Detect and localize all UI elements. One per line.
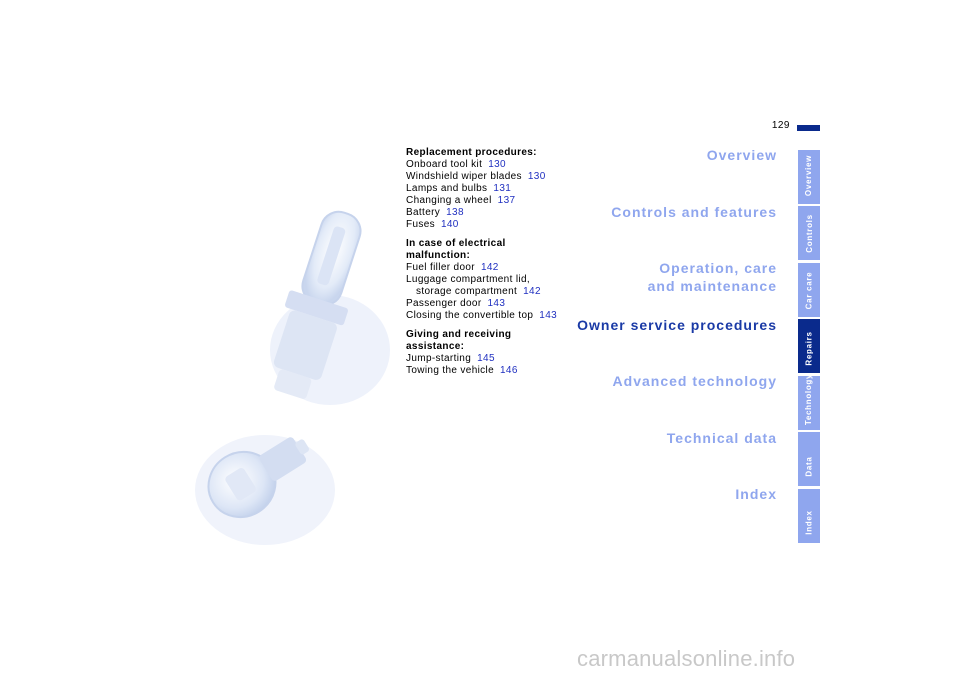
chapter-link-overview[interactable]: Overview xyxy=(707,146,777,164)
tab-data[interactable]: Data xyxy=(798,432,820,486)
entry-storage-compartment[interactable]: storage compartment 142 xyxy=(406,286,581,298)
watermark: carmanualsonline.info xyxy=(577,646,796,671)
page-link[interactable]: 142 xyxy=(523,286,541,297)
tab-overview[interactable]: Overview xyxy=(798,150,820,204)
entry-label: Lamps and bulbs xyxy=(406,183,488,194)
entry-battery[interactable]: Battery 138 xyxy=(406,207,581,219)
page-link[interactable]: 130 xyxy=(488,159,506,170)
bayonet-bulb-illustration xyxy=(195,435,335,545)
chapter-link-index[interactable]: Index xyxy=(735,485,777,503)
tab-index[interactable]: Index xyxy=(798,489,820,543)
entry-fuel-filler-door[interactable]: Fuel filler door 142 xyxy=(406,262,581,274)
entry-label: Luggage compartment lid, xyxy=(406,274,531,285)
tab-label: Repairs xyxy=(804,331,814,366)
entry-onboard-tool-kit[interactable]: Onboard tool kit 130 xyxy=(406,159,581,171)
page-link[interactable]: 145 xyxy=(477,353,495,364)
chapter-label: Operation, care xyxy=(659,260,777,276)
section-heading: malfunction: xyxy=(406,250,471,261)
chapter-link-advanced-technology[interactable]: Advanced technology xyxy=(613,372,777,390)
entry-label: Windshield wiper blades xyxy=(406,171,522,182)
page-link[interactable]: 143 xyxy=(539,310,558,321)
contents-list: Replacement procedures: Onboard tool kit… xyxy=(406,147,581,384)
chapter-label: Owner service procedures xyxy=(577,317,777,333)
tab-repairs[interactable]: Repairs xyxy=(798,319,820,373)
page-link[interactable]: 138 xyxy=(446,207,464,218)
tab-label: Car care xyxy=(804,271,814,310)
chapter-label: Advanced technology xyxy=(612,373,777,389)
tab-label: Index xyxy=(804,510,814,535)
entry-changing-a-wheel[interactable]: Changing a wheel 137 xyxy=(406,195,581,207)
section-heading: Giving and receiving xyxy=(406,329,512,340)
chapter-label: Index xyxy=(735,486,777,502)
section-replacement-procedures: Replacement procedures: Onboard tool kit… xyxy=(406,147,581,231)
section-heading: assistance: xyxy=(406,341,465,352)
entry-label: Fuses xyxy=(406,219,435,230)
entry-label: Battery xyxy=(406,207,441,218)
entry-lamps-and-bulbs[interactable]: Lamps and bulbs 131 xyxy=(406,183,581,195)
tab-controls[interactable]: Controls xyxy=(798,206,820,260)
chapter-link-controls-and-features[interactable]: Controls and features xyxy=(611,203,777,221)
page-marker xyxy=(797,125,820,131)
entry-label: Changing a wheel xyxy=(406,195,492,206)
entry-towing-the-vehicle[interactable]: Towing the vehicle 146 xyxy=(406,365,581,377)
section-electrical-malfunction: In case of electrical malfunction: Fuel … xyxy=(406,238,581,322)
entry-label: Passenger door xyxy=(406,298,482,309)
tab-label: Overview xyxy=(804,154,814,197)
chapter-link-owner-service-procedures[interactable]: Owner service procedures xyxy=(577,316,777,334)
entry-label: Jump-starting xyxy=(406,353,472,364)
entry-windshield-wiper-blades[interactable]: Windshield wiper blades 130 xyxy=(406,171,581,183)
chapter-label: Technical data xyxy=(666,430,777,446)
entry-label: Onboard tool kit xyxy=(406,159,483,170)
tab-label: Data xyxy=(804,456,814,477)
tab-label: Technology xyxy=(804,373,814,426)
entry-passenger-door[interactable]: Passenger door 143 xyxy=(406,298,581,310)
tab-technology[interactable]: Technology xyxy=(798,373,820,430)
page-link[interactable]: 146 xyxy=(500,365,518,376)
tab-car-care[interactable]: Car care xyxy=(798,263,820,317)
page-link[interactable]: 143 xyxy=(487,298,506,309)
section-assistance: Giving and receiving assistance: Jump-st… xyxy=(406,329,581,377)
entry-label: Fuel filler door xyxy=(406,262,475,273)
entry-label: Towing the vehicle xyxy=(406,365,495,376)
section-heading: In case of electrical xyxy=(406,238,506,249)
chapter-link-technical-data[interactable]: Technical data xyxy=(667,429,777,447)
page-link[interactable]: 137 xyxy=(497,195,516,206)
entry-closing-convertible-top[interactable]: Closing the convertible top 143 xyxy=(406,310,581,322)
tab-label: Controls xyxy=(804,214,814,253)
chapter-label: and maintenance xyxy=(647,278,777,294)
page-link[interactable]: 140 xyxy=(440,219,459,230)
chapter-label: Controls and features xyxy=(611,204,777,220)
entry-luggage-compartment-lid[interactable]: Luggage compartment lid, xyxy=(406,274,581,286)
page-link[interactable]: 131 xyxy=(493,183,512,194)
entry-label: storage compartment xyxy=(416,286,518,297)
chapter-link-operation-care[interactable]: Operation, care and maintenance xyxy=(648,259,777,295)
section-heading: Replacement procedures: xyxy=(406,147,537,158)
page-number: 129 xyxy=(771,120,790,131)
chapter-label: Overview xyxy=(706,147,777,163)
halogen-bulb-illustration xyxy=(270,210,390,405)
page-link[interactable]: 142 xyxy=(480,262,499,273)
entry-label: Closing the convertible top xyxy=(406,310,534,321)
entry-jump-starting[interactable]: Jump-starting 145 xyxy=(406,353,581,365)
page-link[interactable]: 130 xyxy=(527,171,546,182)
entry-fuses[interactable]: Fuses 140 xyxy=(406,219,581,231)
